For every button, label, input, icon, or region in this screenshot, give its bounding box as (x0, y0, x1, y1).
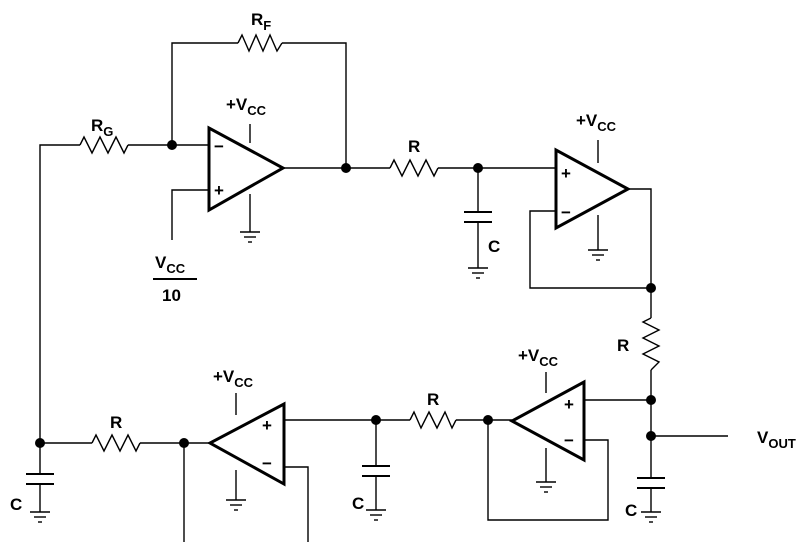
op-amp-2-noninverting-sign: + (561, 164, 571, 183)
label-c-left: C (10, 495, 22, 514)
ground-icon (226, 499, 246, 511)
label-vcc-opamp-4: +VCC (213, 367, 254, 390)
ground-icon (240, 231, 260, 243)
op-amp-2-inverting-sign: − (561, 203, 571, 222)
capacitor-c-right (637, 477, 665, 489)
junction-dot (35, 438, 45, 448)
junction-dot (167, 140, 177, 150)
junction-dot (179, 438, 189, 448)
op-amp-2: + − (554, 147, 632, 231)
label-r-vertical: R (617, 336, 629, 355)
label-vcc-opamp-3: +VCC (518, 346, 559, 369)
resistor-rf (237, 33, 283, 53)
label-vcc-ref-denominator: 10 (162, 286, 181, 305)
resistor-r-top (389, 158, 439, 178)
label-c-right: C (625, 501, 637, 520)
op-amp-3: + − (508, 379, 586, 463)
junction-dot (371, 415, 381, 425)
ground-icon (366, 509, 386, 521)
resistor-rg (79, 135, 129, 155)
junctions (35, 140, 656, 448)
label-vcc-opamp-2: +VCC (576, 111, 617, 134)
label-vout: VOUT (757, 428, 796, 451)
label-r-middle: R (427, 390, 439, 409)
label-r-left: R (110, 413, 122, 432)
junction-dot (341, 163, 351, 173)
label-rf: RF (251, 10, 271, 33)
label-rg: RG (91, 116, 113, 139)
label-vcc-opamp-1: +VCC (226, 95, 267, 118)
junction-dot (646, 431, 656, 441)
ground-icon (536, 481, 556, 493)
op-amp-3-inverting-sign: − (564, 431, 574, 450)
labels: RF RG +VCC VCC 10 R C +VCC R +VCC R VOUT… (10, 10, 796, 520)
capacitor-c-left (26, 473, 54, 485)
capacitor-c-top (464, 211, 492, 223)
op-amp-4: + − (206, 401, 286, 487)
capacitor-c-middle (362, 465, 390, 477)
op-amp-1-noninverting-sign: + (214, 181, 224, 200)
resistor-r-vertical (641, 317, 661, 371)
op-amp-1-inverting-sign: − (214, 137, 224, 156)
ground-icon (641, 511, 661, 523)
op-amp-4-noninverting-sign: + (262, 416, 272, 435)
label-vcc-ref: VCC (155, 253, 186, 276)
junction-dot (646, 283, 656, 293)
op-amp-1: − + (207, 125, 287, 213)
ground-icon (588, 249, 608, 261)
wires (39, 42, 728, 542)
junction-dot (646, 395, 656, 405)
ground-icon (30, 511, 50, 523)
resistor-r-left (91, 433, 141, 453)
label-c-top: C (488, 237, 500, 256)
junction-dot (473, 163, 483, 173)
ground-icon (468, 267, 488, 279)
op-amp-4-inverting-sign: − (262, 454, 272, 473)
resistors (79, 33, 661, 453)
label-c-middle: C (352, 494, 364, 513)
op-amp-3-noninverting-sign: + (564, 395, 574, 414)
capacitors (26, 211, 665, 489)
grounds (30, 231, 661, 523)
junction-dot (483, 415, 493, 425)
label-r-top: R (408, 137, 420, 156)
resistor-r-middle (409, 410, 457, 430)
